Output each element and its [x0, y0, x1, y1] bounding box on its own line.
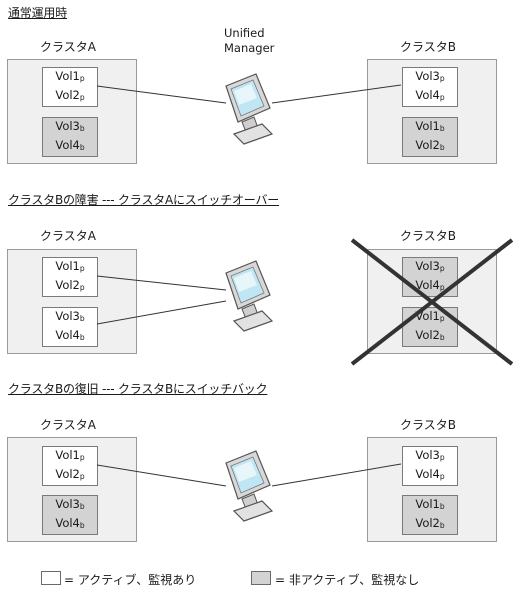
cluster-a-label: クラスタA [40, 418, 96, 432]
cluster-a-box: Vol1p Vol2p Vol3b Vol4b [7, 249, 137, 354]
volume-group-active: Vol1p Vol2p [42, 67, 98, 107]
failure-cross-icon [350, 238, 514, 366]
volume-group-active: Vol1p Vol2p [42, 257, 98, 297]
cluster-b-label: クラスタB [400, 40, 456, 54]
cluster-b-label: クラスタB [400, 418, 456, 432]
connection-line [271, 84, 402, 104]
legend-inactive-text: = 非アクティブ、監視なし [275, 573, 420, 587]
cluster-a-box: Vol1p Vol2p Vol3b Vol4b [7, 59, 137, 164]
cluster-a-box: Vol1p Vol2p Vol3b Vol4b [7, 437, 137, 542]
volume-group-inactive: Vol3b Vol4b [42, 495, 98, 535]
connection-line [96, 300, 227, 325]
connection-line [96, 464, 227, 487]
cluster-b-box: Vol3p Vol4p Vol1b Vol2b [367, 59, 497, 164]
unified-manager-monitor-icon [225, 260, 273, 332]
cluster-b-box: Vol3p Vol4p Vol1b Vol2b [367, 437, 497, 542]
legend-active-text: = アクティブ、監視あり [64, 573, 197, 587]
connection-line [96, 85, 227, 104]
unified-manager-monitor-icon [225, 73, 273, 145]
unified-manager-monitor-icon [225, 450, 273, 522]
connection-line [271, 463, 402, 487]
volume-group-inactive: Vol3b Vol4b [42, 117, 98, 157]
heading-recovery: クラスタBの復旧 --- クラスタBにスイッチバック [8, 382, 268, 396]
volume-group-inactive: Vol1b Vol2b [402, 495, 458, 535]
unified-manager-label: Unified Manager [224, 26, 275, 55]
volume-group-inactive: Vol1p Vol2b [402, 307, 458, 347]
volume-group-active: Vol3b Vol4b [42, 307, 98, 347]
volume-group-active: Vol3p Vol4p [402, 67, 458, 107]
heading-failure: クラスタBの障害 --- クラスタAにスイッチオーバー [8, 193, 280, 207]
cluster-b-label: クラスタB [400, 229, 456, 243]
cluster-a-label: クラスタA [40, 40, 96, 54]
connection-line [96, 275, 227, 291]
volume-group-inactive: Vol1b Vol2b [402, 117, 458, 157]
volume-group-active: Vol3p Vol4p [402, 446, 458, 486]
legend-inactive-swatch [251, 571, 271, 585]
legend-active-swatch [41, 571, 61, 585]
cluster-a-label: クラスタA [40, 229, 96, 243]
volume-group-active: Vol1p Vol2p [42, 446, 98, 486]
heading-normal: 通常運用時 [8, 6, 68, 20]
